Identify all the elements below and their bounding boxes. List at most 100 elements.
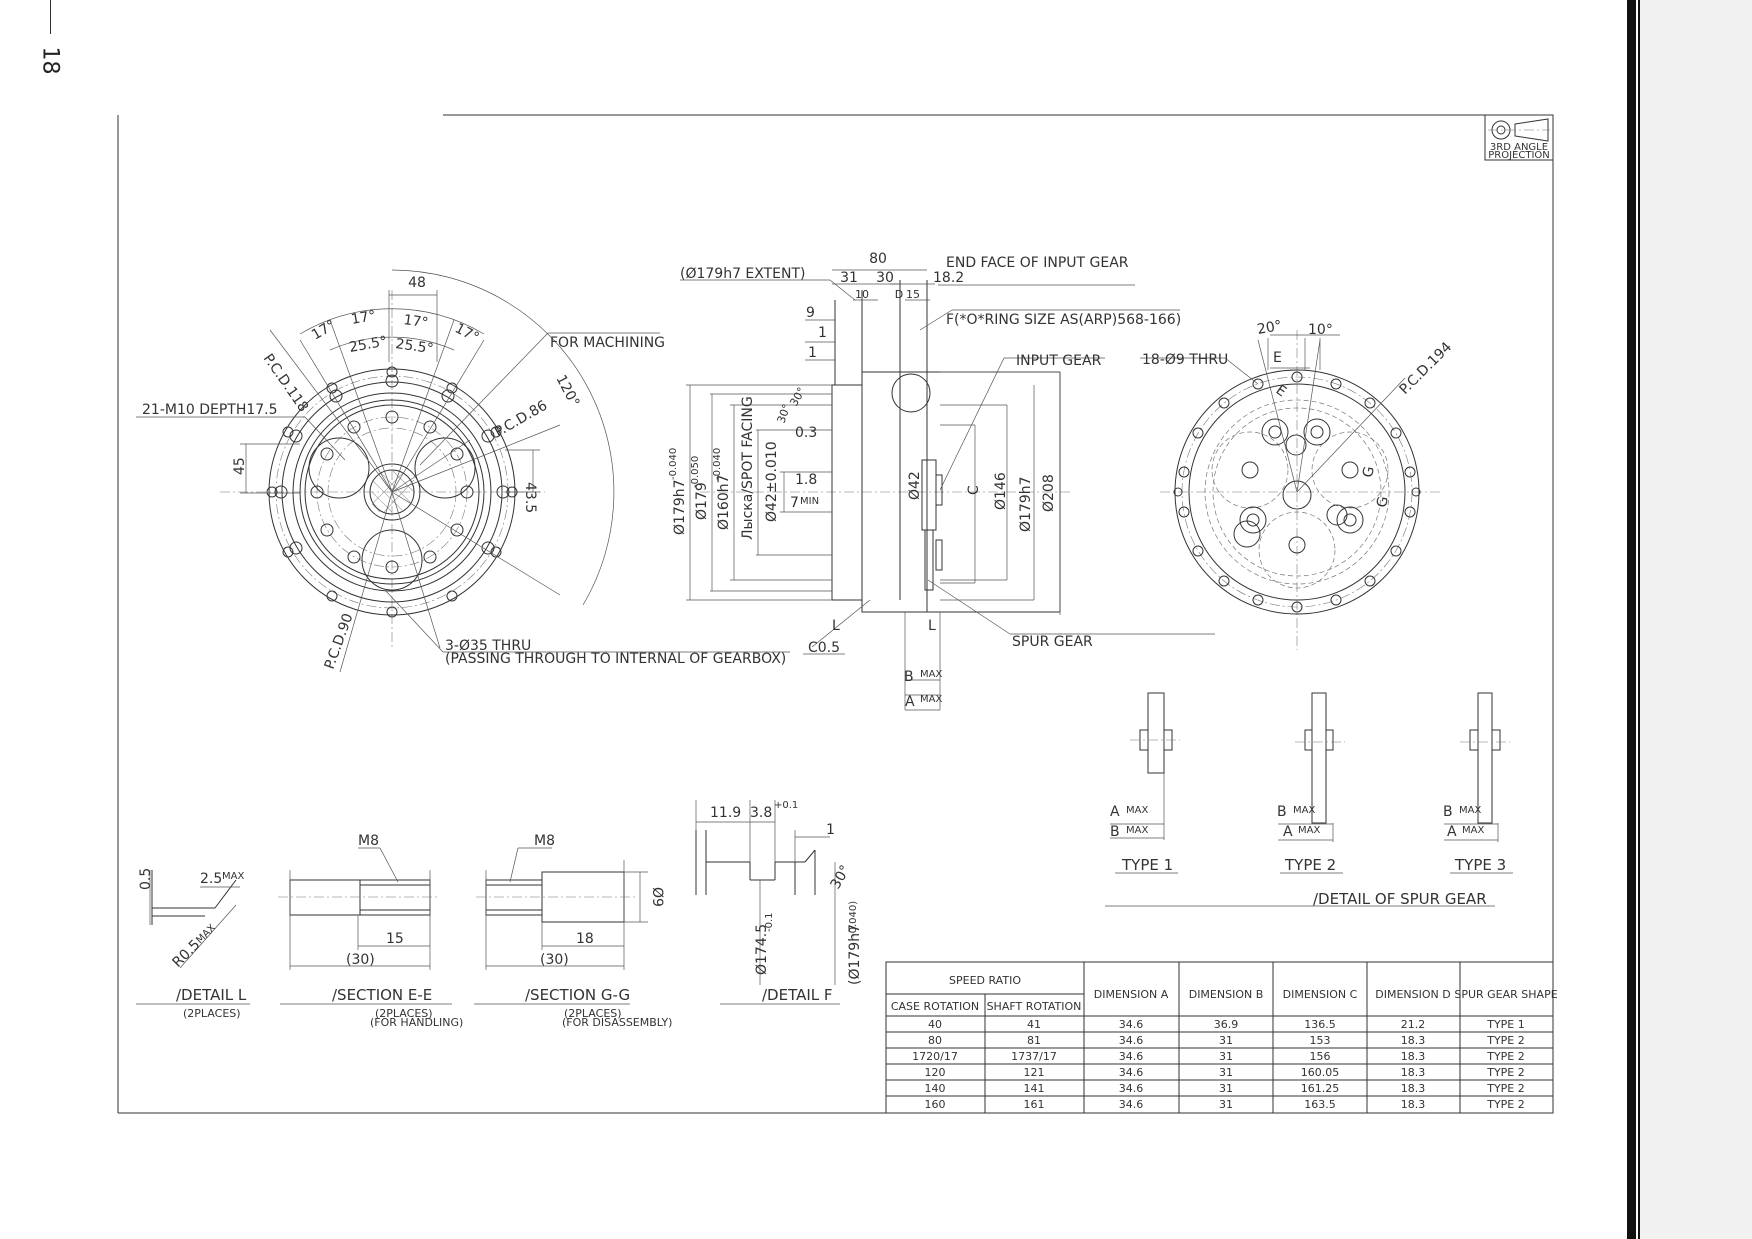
detail-l-sub: (2PLACES) xyxy=(183,1007,241,1020)
extent-note: (Ø179h7 EXTENT) xyxy=(680,266,806,282)
section-g-title: /SECTION G-G xyxy=(525,986,630,1004)
detail-l-marker-2: L xyxy=(928,618,936,634)
section-g-dia9: Ø9 xyxy=(649,887,665,907)
dim-45: 45 xyxy=(232,457,248,475)
type2-label: TYPE 2 xyxy=(1284,856,1336,874)
table-cell: TYPE 2 xyxy=(1486,1066,1525,1079)
angle-20: 20° xyxy=(1256,318,1283,338)
table-cell: 34.6 xyxy=(1119,1082,1144,1095)
table-cell: 160.05 xyxy=(1301,1066,1340,1079)
end-face-note: END FACE OF INPUT GEAR xyxy=(946,255,1129,271)
pcd-90: P.C.D.90 xyxy=(322,611,357,671)
type1-bottom-dim: B xyxy=(1110,824,1120,840)
rear-gears xyxy=(1233,418,1364,548)
table-cell: 34.6 xyxy=(1119,1034,1144,1047)
section-g-18: 18 xyxy=(576,931,594,947)
table-cell: 80 xyxy=(928,1034,942,1047)
detail-f-3-8: 3.8 xyxy=(750,805,772,821)
projection-symbol: 3RD ANGLE PROJECTION xyxy=(1484,114,1554,161)
dim-10: 10 xyxy=(855,288,869,301)
type1-top-dim: A xyxy=(1110,804,1120,820)
type1-label: TYPE 1 xyxy=(1121,856,1173,874)
side-section-view: 80 31 30 10 D 15 18.2 (Ø179h7 EXTENT) EN… xyxy=(668,251,1215,711)
front-view: 48 17° 17° 17° 17° 25.5° 25.5° P.C.D.118… xyxy=(136,269,790,673)
type3-label: TYPE 3 xyxy=(1454,856,1506,874)
section-g-m8: M8 xyxy=(534,833,555,849)
table-cell: 31 xyxy=(1219,1082,1233,1095)
table-cell: 31 xyxy=(1219,1066,1233,1079)
page-edge-shade xyxy=(1640,0,1752,1239)
section-e-sub1: (2PLACES) xyxy=(375,1007,433,1020)
page-rule xyxy=(50,0,51,34)
angle-17a: 17° xyxy=(309,317,339,343)
rear-holes xyxy=(1173,371,1421,613)
dia-160-h7: Ø160h7 xyxy=(716,474,732,530)
table-cell: 18.3 xyxy=(1401,1034,1426,1047)
dim-1-8: 1.8 xyxy=(795,472,817,488)
detail-f-1: 1 xyxy=(826,822,835,838)
table-cell: 153 xyxy=(1310,1034,1331,1047)
dim-a: A xyxy=(905,694,915,710)
detail-f-dia174-tol: -0.1 xyxy=(764,912,775,932)
dia-179-h7-right: Ø179h7 xyxy=(1018,476,1034,532)
center-hatch xyxy=(371,469,415,513)
dia-160-tol: -0.040 xyxy=(712,448,723,480)
detail-l-title: /DETAIL L xyxy=(176,986,247,1004)
detail-f-dia179-tol: -0.040) xyxy=(848,901,859,937)
detail-f-title: /DETAIL F xyxy=(762,986,833,1004)
table-cell: 141 xyxy=(1024,1082,1045,1095)
table-cell: 31 xyxy=(1219,1034,1233,1047)
section-g-marker-2: G xyxy=(1374,495,1392,508)
dia-179-h7-tol: -0.040 xyxy=(668,448,679,480)
dim-43-5: 43.5 xyxy=(522,482,538,513)
dia-179: Ø179 xyxy=(694,482,710,520)
detail-f: 11.9 3.8 +0.1 1 30° Ø174.5 -0.1 (Ø179h7 … xyxy=(695,800,863,1005)
pcd-86: P.C.D.86 xyxy=(492,398,550,441)
section-e-sub2: (FOR HANDLING) xyxy=(370,1016,463,1029)
table-cell: 156 xyxy=(1310,1050,1331,1063)
dim-d: D xyxy=(895,288,903,301)
thru-holes-note-2: (PASSING THROUGH TO INTERNAL OF GEARBOX) xyxy=(445,651,786,667)
spur-gear-types: A MAX B MAX B MAX A MAX B MAX A MAX TYPE… xyxy=(1105,692,1513,908)
dia-208: Ø208 xyxy=(1041,474,1057,512)
section-e-e: M8 15 (30) /SECTION E-E (2PLACES) (FOR H… xyxy=(278,833,463,1029)
table-cell: 34.6 xyxy=(1119,1018,1144,1031)
table-header-case: CASE ROTATION xyxy=(891,1000,979,1013)
type2-top-dim: B xyxy=(1277,804,1287,820)
table-cell: 1737/17 xyxy=(1011,1050,1057,1063)
section-e-m8: M8 xyxy=(358,833,379,849)
type1-top-max: MAX xyxy=(1126,805,1148,816)
table-cell: 161.25 xyxy=(1301,1082,1340,1095)
dim-9: 9 xyxy=(806,305,815,321)
table-cell: 31 xyxy=(1219,1098,1233,1111)
spur-gear-label: SPUR GEAR xyxy=(1012,634,1093,650)
dim-1a: 1 xyxy=(818,325,827,341)
table-cell: 81 xyxy=(1027,1034,1041,1047)
rear-thru-holes-note: 18-Ø9 THRU xyxy=(1142,352,1228,368)
tapped-holes-note: 21-M10 DEPTH17.5 xyxy=(142,402,278,418)
table-cell: 34.6 xyxy=(1119,1050,1144,1063)
rear-view: 20° 10° 18-Ø9 THRU E E P.C.D.194 G G xyxy=(1140,318,1455,650)
table-header-dim-a: DIMENSION A xyxy=(1094,988,1169,1001)
angle-17b: 17° xyxy=(350,308,377,328)
angle-17d: 17° xyxy=(452,320,481,346)
spur-type-2 xyxy=(1278,692,1345,842)
spot-facing-note: Лыска/SPOT FACING xyxy=(740,396,756,540)
section-g-g: M8 18 (30) Ø9 /SECTION G-G (2PLACES) (FO… xyxy=(474,833,672,1029)
table-cell: 136.5 xyxy=(1304,1018,1336,1031)
table-cell: 161 xyxy=(1024,1098,1045,1111)
detail-l-marker-1: L xyxy=(832,618,840,634)
type2-bottom-max: MAX xyxy=(1298,825,1320,836)
dia-179-tol: -0.050 xyxy=(690,456,701,488)
type3-bottom-dim: A xyxy=(1447,824,1457,840)
angle-30a: 30° xyxy=(775,402,794,425)
pcd-194: P.C.D.194 xyxy=(1397,339,1456,398)
table-cell: 18.3 xyxy=(1401,1082,1426,1095)
section-g-30: (30) xyxy=(540,952,569,968)
table-group-header: SPEED RATIO xyxy=(949,974,1021,987)
thru-holes-note: 3-Ø35 THRU xyxy=(445,638,531,654)
section-e-title: /SECTION E-E xyxy=(332,986,432,1004)
dim-c: C xyxy=(966,485,982,495)
detail-f-dia174: Ø174.5 xyxy=(754,924,770,975)
